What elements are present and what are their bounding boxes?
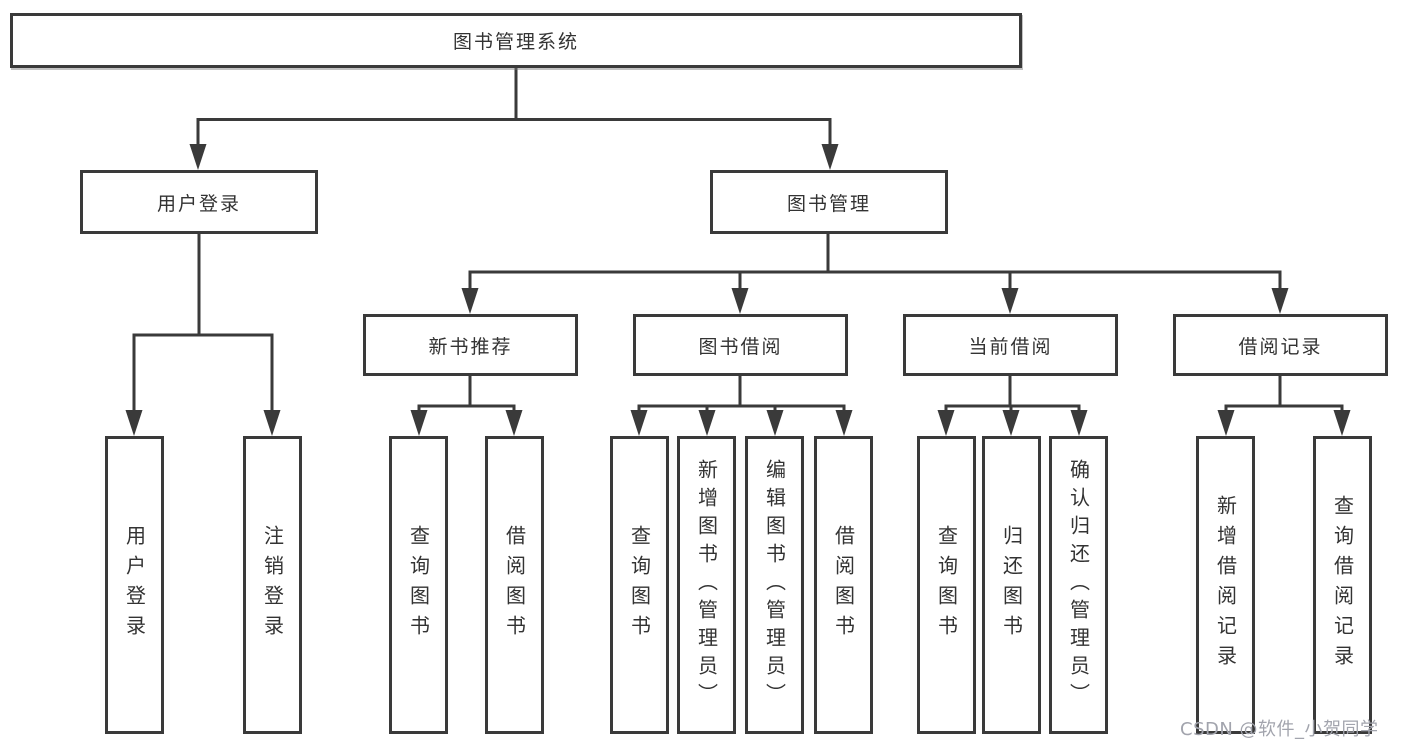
node-book-management-label: 图书管理 — [786, 192, 871, 215]
node-borrow-records: 借阅记录 — [1173, 314, 1388, 376]
node-current-borrow: 当前借阅 — [903, 314, 1118, 376]
leaf-query-books-borrow-label: 查询图书 — [627, 525, 652, 645]
node-user-login: 用户登录 — [80, 170, 318, 234]
connector-book-management — [468, 234, 1282, 291]
leaf-edit-books-admin: 编辑图书（管理员） — [745, 436, 804, 734]
leaf-query-books-borrow: 查询图书 — [610, 436, 669, 734]
leaf-add-books-admin-label: 新增图书（管理员） — [694, 459, 719, 711]
connector-current-borrow — [944, 376, 1081, 413]
leaf-confirm-return-admin: 确认归还（管理员） — [1049, 436, 1108, 734]
leaf-user-login: 用户登录 — [105, 436, 164, 734]
connector-borrow-records — [1224, 376, 1344, 413]
leaf-confirm-return-admin-label: 确认归还（管理员） — [1066, 459, 1091, 711]
leaf-return-books-label: 归还图书 — [999, 525, 1024, 645]
leaf-borrow-books-label: 借阅图书 — [831, 525, 856, 645]
leaf-borrow-books: 借阅图书 — [814, 436, 873, 734]
node-library-system: 图书管理系统 — [10, 13, 1022, 68]
connector-book-borrow — [637, 376, 846, 413]
node-book-borrow: 图书借阅 — [633, 314, 848, 376]
leaf-edit-books-admin-label: 编辑图书（管理员） — [762, 459, 787, 711]
node-borrow-records-label: 借阅记录 — [1238, 335, 1323, 358]
leaf-query-books-recommend-label: 查询图书 — [406, 525, 431, 645]
node-book-management: 图书管理 — [710, 170, 948, 234]
node-current-borrow-label: 当前借阅 — [968, 335, 1053, 358]
arrowheads — [125, 144, 1351, 436]
connector-root — [196, 68, 832, 146]
leaf-logout-label: 注销登录 — [260, 525, 285, 645]
leaf-query-books-recommend: 查询图书 — [389, 436, 448, 734]
connector-user-login — [132, 234, 274, 412]
leaf-return-books: 归还图书 — [982, 436, 1041, 734]
node-book-borrow-label: 图书借阅 — [698, 335, 783, 358]
leaf-user-login-label: 用户登录 — [122, 525, 147, 645]
leaf-borrow-books-recommend-label: 借阅图书 — [502, 525, 527, 645]
leaf-add-books-admin: 新增图书（管理员） — [677, 436, 736, 734]
leaf-add-borrow-record: 新增借阅记录 — [1196, 436, 1255, 734]
node-new-book-recommend-label: 新书推荐 — [428, 335, 513, 358]
node-new-book-recommend: 新书推荐 — [363, 314, 578, 376]
node-library-system-label: 图书管理系统 — [452, 31, 579, 53]
connector-new-book — [417, 376, 516, 413]
leaf-borrow-books-recommend: 借阅图书 — [485, 436, 544, 734]
leaf-query-books-current-label: 查询图书 — [934, 525, 959, 645]
leaf-add-borrow-record-label: 新增借阅记录 — [1213, 495, 1238, 675]
leaf-query-borrow-record: 查询借阅记录 — [1313, 436, 1372, 734]
watermark-csdn: CSDN @软件_小贺同学 — [1180, 719, 1379, 740]
leaf-logout: 注销登录 — [243, 436, 302, 734]
leaf-query-books-current: 查询图书 — [917, 436, 976, 734]
leaf-query-borrow-record-label: 查询借阅记录 — [1330, 495, 1355, 675]
node-user-login-label: 用户登录 — [156, 192, 241, 215]
